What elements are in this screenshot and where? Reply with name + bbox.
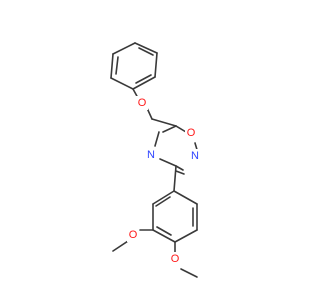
oxadiazole-bond xyxy=(159,158,177,167)
dimethoxyphenyl-double-bond xyxy=(156,226,172,236)
phenoxy-oxygen-background xyxy=(136,96,148,110)
oxadiazole-bond xyxy=(175,125,187,133)
oxadiazole-double-bond xyxy=(162,125,177,133)
bottom-methoxy-oxygen-label: O xyxy=(171,253,180,265)
oxadiazole-double-bond xyxy=(175,170,185,175)
ring-oxygen-label: O xyxy=(187,127,196,139)
right-nitrogen-label: N xyxy=(191,150,199,162)
dimethoxyphenyl-bond xyxy=(152,229,176,243)
dimethoxyphenyl-bond xyxy=(174,229,198,243)
phenyl-bond xyxy=(112,42,136,55)
phenyl-double-bond xyxy=(115,56,119,75)
phenyl-bond xyxy=(154,52,158,78)
right-nitrogen-background xyxy=(189,149,201,163)
dimethoxyphenyl-double-bond xyxy=(155,196,171,207)
oxadiazole-ring xyxy=(154,125,199,175)
left-methoxy-oxygen-background xyxy=(127,228,139,242)
ring-oxygen-background xyxy=(185,126,197,140)
chemical-structure-canvas: O O N N O O xyxy=(110,42,201,278)
phenoxy-oxygen-label: O xyxy=(138,97,147,109)
phenyl-double-bond xyxy=(138,47,154,56)
methoxy-bond-left xyxy=(112,240,129,252)
methoxy-groups xyxy=(112,229,198,278)
atom-labels: O O N N O O xyxy=(127,96,201,266)
oxadiazole-bond xyxy=(175,165,184,171)
methylene-to-ring-bond xyxy=(151,118,177,127)
methoxy-bond-bottom xyxy=(180,268,198,278)
phenyl-bond xyxy=(110,77,134,90)
phenyl-ring xyxy=(110,42,158,90)
chemical-structure-svg: O O N N O O xyxy=(110,42,201,278)
aryl-link-bond xyxy=(173,165,177,192)
oxadiazole-bond xyxy=(154,131,160,147)
left-nitrogen-background xyxy=(145,148,157,162)
left-methoxy-oxygen-label: O xyxy=(129,229,138,241)
phenyl-bond xyxy=(132,76,156,90)
bottom-methoxy-oxygen-background xyxy=(169,252,181,266)
left-nitrogen-label: N xyxy=(147,149,155,161)
phenyl-double-bond xyxy=(135,74,152,84)
phenyl-bond xyxy=(110,53,114,79)
phenyl-bond xyxy=(134,42,158,54)
dimethoxyphenyl-ring xyxy=(152,165,198,243)
dimethoxyphenyl-bond xyxy=(152,190,175,205)
dimethoxyphenyl-bond xyxy=(173,190,198,205)
